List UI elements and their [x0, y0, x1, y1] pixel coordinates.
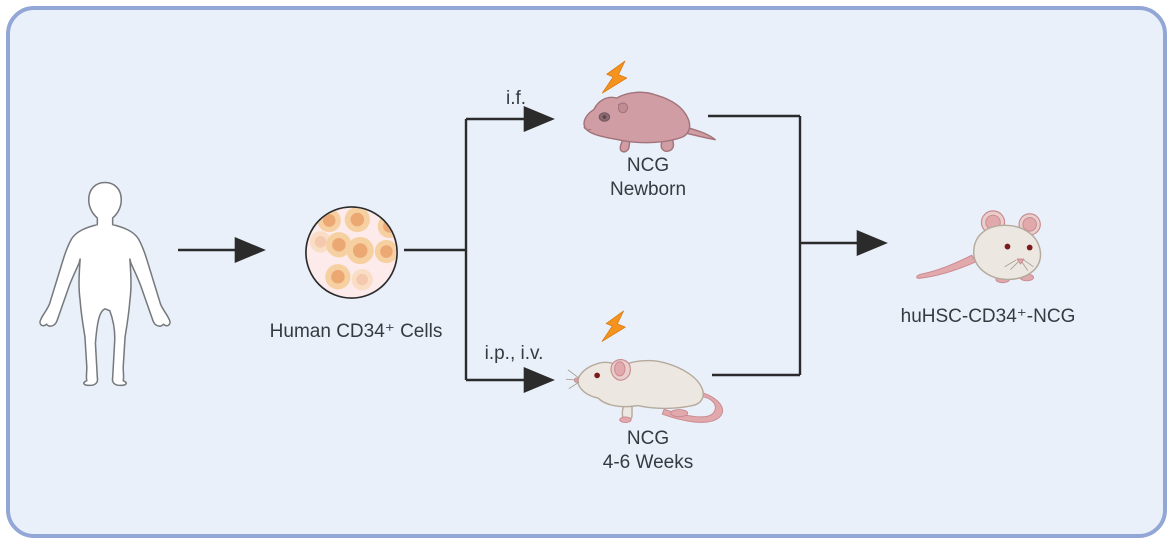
adult-hind-foot — [670, 409, 689, 418]
panel-background — [6, 6, 1167, 538]
result-nose — [1016, 258, 1025, 265]
newborn-label-line1: NCG — [626, 155, 670, 176]
adult-eye — [594, 372, 600, 379]
newborn-label-line2: Newborn — [609, 179, 687, 200]
adult-body — [576, 359, 704, 410]
adult-front-foot — [619, 416, 632, 424]
result-tail — [916, 254, 977, 279]
newborn-mouse-illustration — [583, 91, 716, 153]
newborn-mouse-label: NCG Newborn — [578, 154, 718, 202]
human-figure — [39, 181, 171, 387]
route-label-if: i.f. — [505, 88, 527, 109]
result-eye — [1004, 243, 1011, 250]
result-whiskers — [1004, 259, 1034, 271]
newborn-body — [583, 91, 691, 144]
adult-whiskers — [566, 369, 580, 389]
result-label: huHSC-CD34⁺-NCG — [900, 306, 1076, 327]
adult-mouse-label: NCG 4-6 Weeks — [578, 427, 718, 475]
adult-label-line1: NCG — [626, 428, 670, 449]
lightning-icon — [601, 60, 628, 94]
adult-label-line2: 4-6 Weeks — [602, 452, 694, 473]
newborn-tail — [681, 125, 716, 141]
humanized-mouse-illustration — [916, 210, 1042, 284]
cd34-cells-illustration — [305, 206, 398, 299]
adult-mouse-illustration — [566, 359, 723, 424]
lightning-icon — [601, 310, 626, 342]
route-label-ip-iv: i.p., i.v. — [484, 343, 544, 364]
result-eye — [1026, 244, 1033, 251]
result-body — [973, 224, 1042, 281]
newborn-ear — [618, 102, 629, 114]
cells-label: Human CD34⁺ Cells — [269, 321, 443, 342]
